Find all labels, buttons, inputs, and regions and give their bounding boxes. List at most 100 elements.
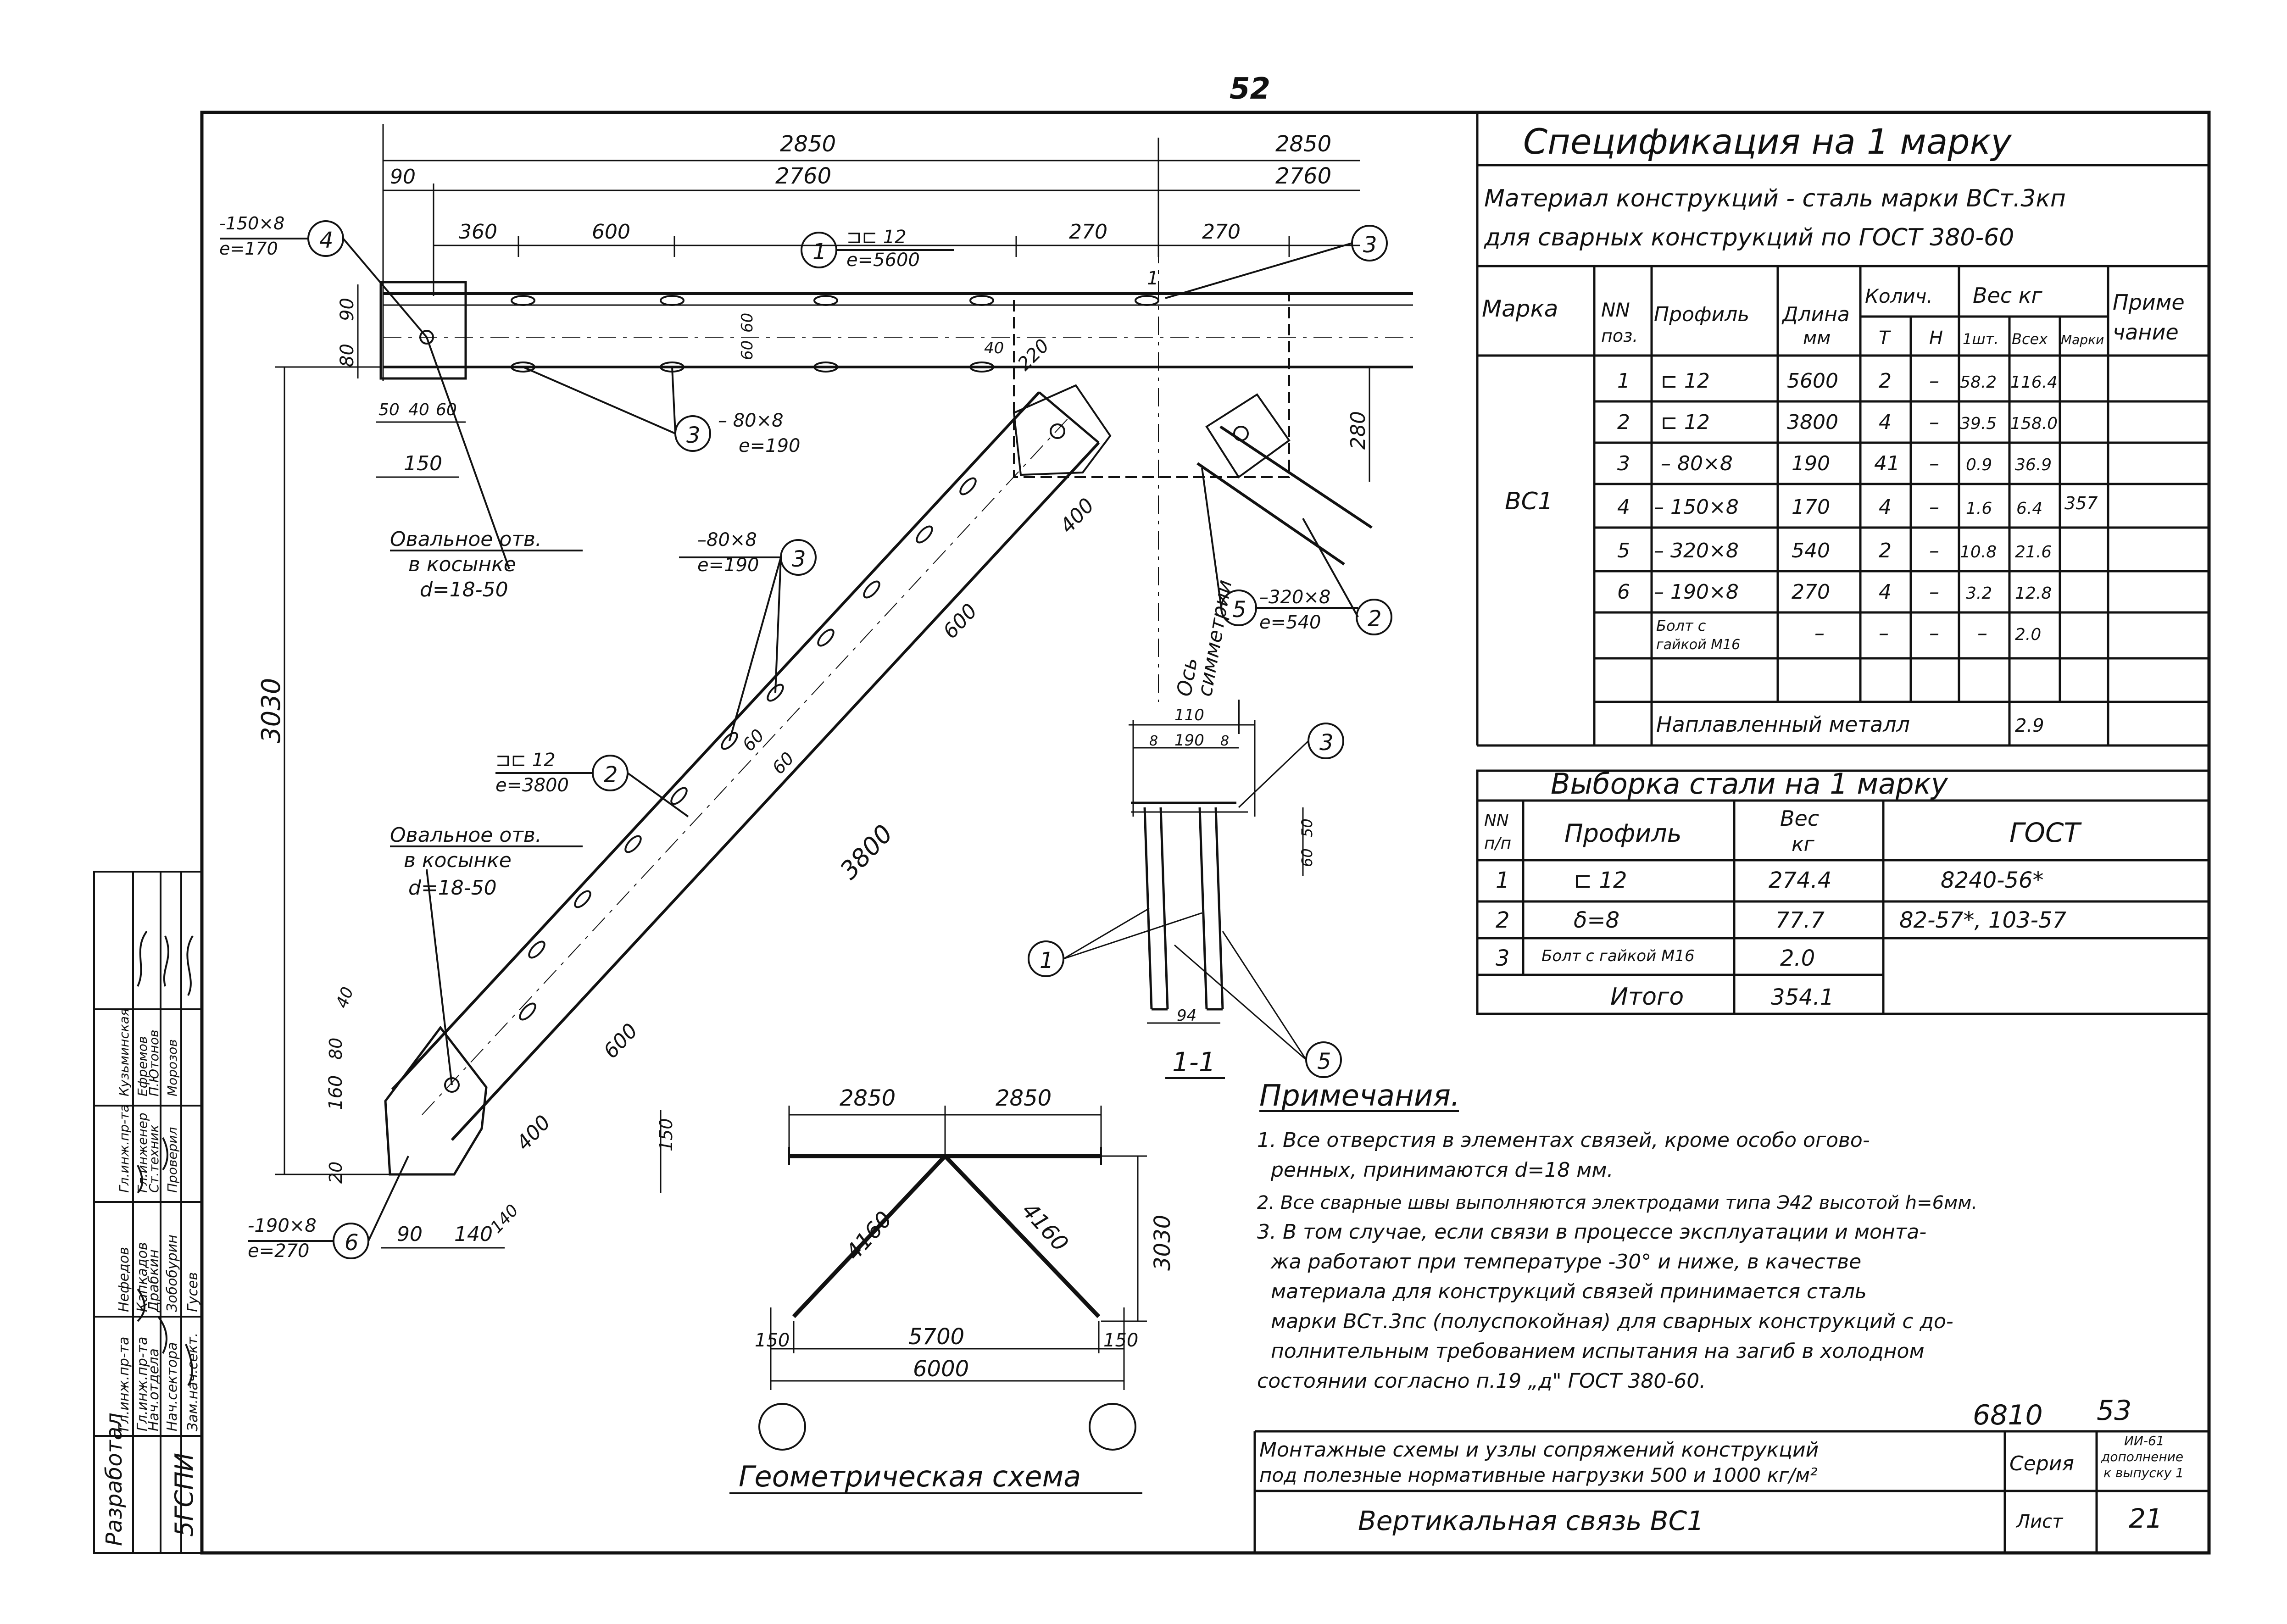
spec-cell-length: 5600 [1787,369,1838,393]
note-line: 1. Все отверстия в элементах связей, кро… [1257,1129,1870,1152]
geometric-scheme: 2850 2850 4160 4160 3030 150 5700 150 60… [729,1085,1175,1494]
spec-header-weight: Вес кг [1973,283,2043,308]
callout-label: -190×8 [248,1215,317,1236]
spec-material-line1: Материал конструкций - сталь марки ВСт.3… [1484,185,2066,212]
dim-label: 60 [738,340,757,360]
section-dim: 110 [1174,706,1204,724]
stamp-role: Нач.сектора [164,1342,180,1431]
spec-cell-all: 6.4 [2016,499,2042,518]
sel-header-weight: Вес [1780,806,1819,831]
spec-row: 1 ⊏ 12 5600 2 – 58.2 116.4 [1617,369,2058,393]
dim-label: 160 [325,1075,346,1110]
stamp-name: Ефремов [135,1036,150,1096]
dim-label: 270 [1069,220,1107,244]
spec-header-w-all: Всех [2012,330,2048,348]
spec-header-w-mark: Марки [2061,332,2104,347]
dim-label: 60 [436,400,457,419]
callout-number: 5 [1317,1049,1331,1074]
spec-header-profile: Профиль [1654,303,1749,326]
sel-cell-profile: δ=8 [1574,907,1619,933]
section-dim: 8 [1220,733,1229,749]
callout-label: ⊐⊏ 12 [495,750,556,771]
note-line: материала для конструкций связей принима… [1271,1280,1867,1303]
section-dim: 50 [1298,818,1316,837]
spec-cell-t: 4 [1879,580,1892,604]
spec-material-line2: для сварных конструкций по ГОСТ 380-60 [1484,224,2014,251]
spec-cell-profile: – 150×8 [1654,495,1739,519]
spec-cell-t: 2 [1879,369,1892,393]
dim-label: 80 [326,1038,346,1060]
spec-cell-pos: 1 [1617,369,1630,393]
spec-cell-one: 3.2 [1966,584,1992,603]
dim-label: 600 [599,1019,643,1063]
callout-number: 2 [604,762,618,788]
spec-cell-n: – [1929,452,1939,475]
oval-hole-note: Овальное отв. [390,823,542,847]
sel-cell-weight: 77.7 [1775,907,1825,933]
spec-cell-one: 58.2 [1960,373,1997,392]
callout-number: 5 [1232,597,1246,623]
project-number: 6810 [1973,1399,2043,1431]
spec-header-length-unit: мм [1803,328,1831,349]
series-line2: дополнение [2101,1449,2183,1464]
stamp-name: Кузьминская [117,1008,132,1096]
stamp-name: Гусев [185,1272,201,1312]
sel-total-label: Итого [1610,983,1684,1011]
stamp-role: Гл.инж.пр-та [134,1337,150,1431]
section-1-1: 110 8 190 8 60 50 94 1-1 3 1 5 [1028,706,1344,1079]
dim-label: 140 [454,1223,493,1246]
sel-header-weight2: кг [1792,833,1815,856]
spec-cell-t: – [1879,622,1889,645]
spec-cell-pos: 5 [1617,539,1630,562]
spec-cell-all: 2.0 [2015,625,2041,644]
spec-row: 4 – 150×8 170 4 – 1.6 6.4 [1617,495,2042,519]
oval-hole-note: d=18-50 [408,876,497,900]
spec-cell-t: 2 [1879,539,1892,562]
spec-cell-n: – [1929,539,1939,562]
spec-cell-profile: – 190×8 [1654,580,1739,604]
callout-number: 3 [1319,730,1334,756]
title-block [1253,1430,2209,1553]
spec-row: 2 ⊏ 12 3800 4 – 39.5 158.0 [1617,411,2058,434]
geo-dim: 3030 [1150,1215,1175,1271]
sheet-number: 21 [2129,1503,2163,1534]
spec-cell-one: 0.9 [1966,456,1992,474]
callout-label: e=190 [697,555,759,576]
dim-label: 60 [738,725,768,755]
spec-cell-length: 540 [1792,539,1830,562]
spec-cell-length: – [1814,622,1825,645]
section-dim: 8 [1149,733,1158,749]
spec-rows: 1 ⊏ 12 5600 2 – 58.2 116.4 2 ⊏ 12 3800 4… [1617,369,2058,737]
sel-cell-profile: Болт с гайкой М16 [1541,947,1695,965]
spec-cell-n: – [1929,411,1939,434]
dim-label: 270 [1202,220,1241,244]
spec-cell-one: 39.5 [1960,414,1997,433]
section-dim: 190 [1174,731,1204,750]
spec-cell-one: – [1977,622,1987,645]
sel-total-value: 354.1 [1771,984,1834,1010]
callout-label: e=190 [739,435,800,456]
dim-label: 280 [1347,411,1370,450]
spec-weld-label: Наплавленный металл [1656,712,1910,737]
spec-cell-one: 10.8 [1960,543,1997,562]
sheet-number-top: 53 [2097,1395,2131,1427]
sel-cell-gost: 8240-56* [1941,868,2044,893]
section-mark: 1 [1147,268,1158,289]
spec-header-pos2: поз. [1601,326,1638,346]
geo-dim: 6000 [913,1356,969,1382]
spec-row-bolt: Болт с гайкой М16 – – – – 2.0 [1656,617,2041,653]
callouts: -150×8 e=170 4 ⊐⊏ 12 e=5600 1 3 – 80×8 e… [219,213,1392,1262]
spec-header-mark: Марка [1482,295,1558,322]
title-desc-line2: под полезные нормативные нагрузки 500 и … [1259,1464,1818,1486]
callout-number: 3 [686,423,701,448]
series-label: Серия [2009,1452,2074,1475]
stamp-role: Гл.инж.пр-та [117,1104,132,1193]
dim-label: 20 [326,1162,346,1184]
callout-number: 4 [319,228,334,253]
geo-scheme-title: Геометрическая схема [739,1460,1081,1493]
sel-header-profile: Профиль [1564,819,1682,848]
geo-dim: 4160 [1017,1198,1073,1257]
spec-cell-n: – [1929,622,1939,645]
spec-header-pos: NN [1601,299,1630,321]
